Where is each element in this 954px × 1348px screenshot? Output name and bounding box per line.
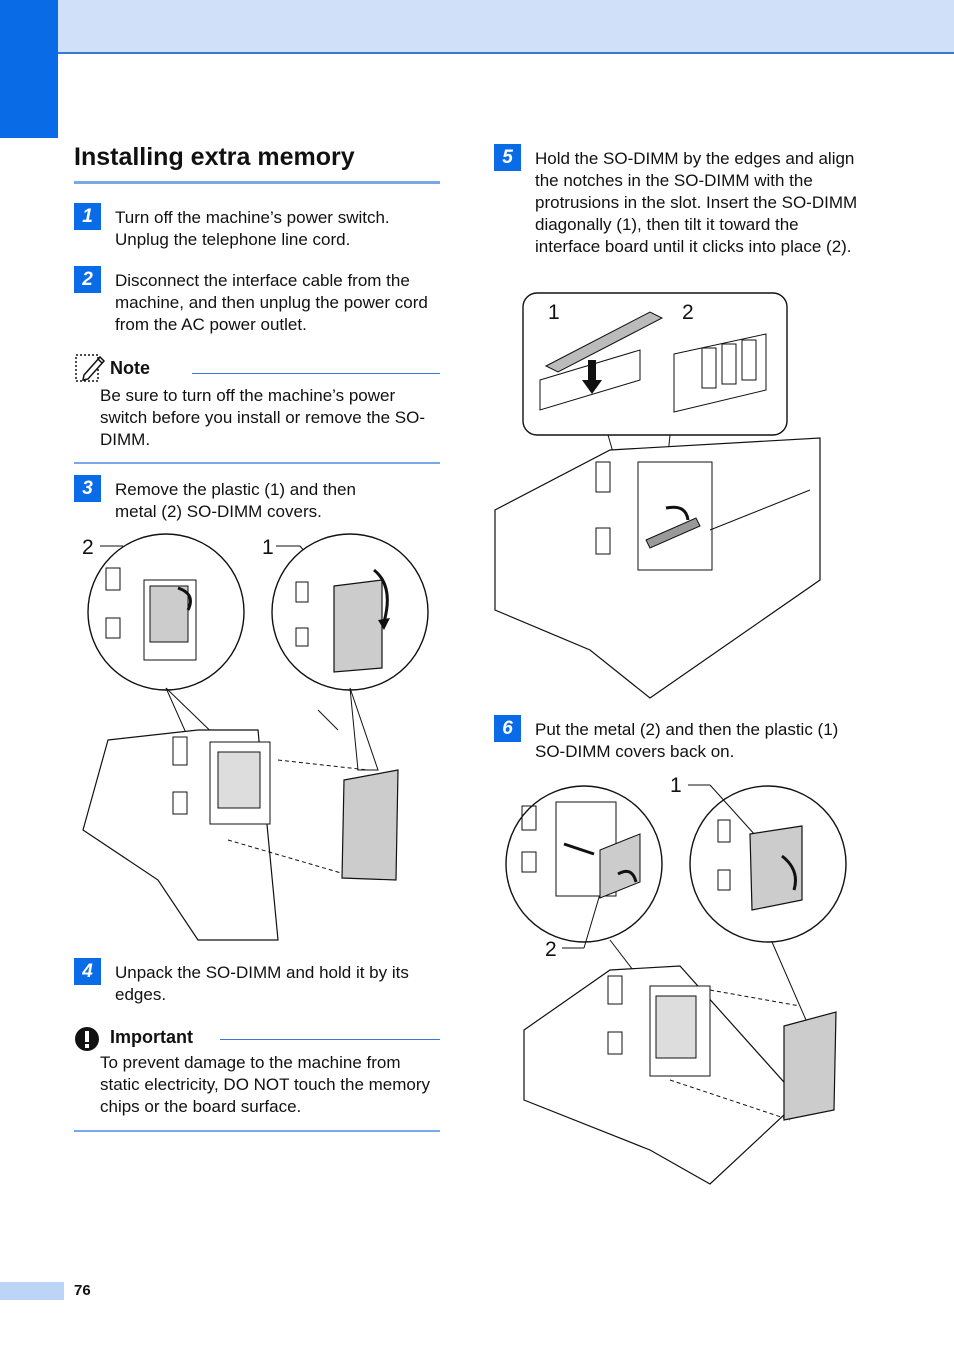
- figure-remove-covers: 2 1: [78, 530, 448, 950]
- step-4-badge: 4: [74, 958, 101, 985]
- callout-2-label: 2: [682, 301, 694, 324]
- figure-replace-covers: 1 2: [500, 770, 850, 1188]
- step-6-text: Put the metal (2) and then the plastic (…: [535, 720, 839, 761]
- note-text: Be sure to turn off the machine’s power …: [100, 386, 426, 449]
- important-text: To prevent damage to the machine from st…: [100, 1053, 431, 1116]
- step-4-text: Unpack the SO-DIMM and hold it by its ed…: [115, 963, 409, 1004]
- chapter-tab: [0, 0, 58, 138]
- note-label: Note: [110, 358, 150, 378]
- step-2-badge: 2: [74, 266, 101, 293]
- step-1-text: Turn off the machine’s power switch. Unp…: [115, 208, 390, 249]
- callout-2-label: 2: [545, 938, 557, 961]
- note-icon: [74, 351, 106, 383]
- step-2-text: Disconnect the interface cable from the …: [115, 271, 428, 334]
- callout-1-label: 1: [670, 774, 682, 797]
- callout-1-label: 1: [262, 536, 274, 559]
- section-title: Installing extra memory: [74, 143, 355, 171]
- step-5-text: Hold the SO-DIMM by the edges and align …: [535, 149, 858, 256]
- page-number: 76: [74, 1282, 91, 1299]
- important-label: Important: [110, 1027, 193, 1047]
- step-1-badge: 1: [74, 203, 101, 230]
- important-end-rule: [74, 1130, 440, 1132]
- important-icon: [74, 1026, 100, 1052]
- note-end-rule: [74, 462, 440, 464]
- note-rule: [192, 373, 440, 374]
- title-rule: [74, 181, 440, 184]
- step-6-badge: 6: [494, 715, 521, 742]
- figure-insert-sodimm: 1 2: [490, 290, 830, 702]
- step-5-badge: 5: [494, 144, 521, 171]
- callout-2-label: 2: [82, 536, 94, 559]
- callout-1-label: 1: [548, 301, 560, 324]
- step-3-text: Remove the plastic (1) and then metal (2…: [115, 480, 356, 521]
- header-bar: [58, 0, 954, 54]
- step-3-badge: 3: [74, 475, 101, 502]
- page-tab: [0, 1282, 64, 1300]
- important-rule: [220, 1039, 440, 1040]
